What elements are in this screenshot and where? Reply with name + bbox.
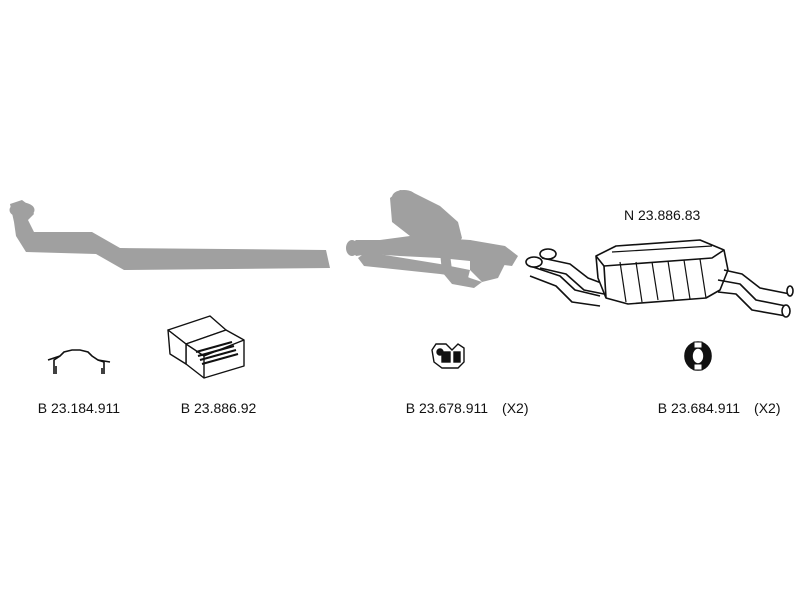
rear-silencer-icon xyxy=(525,239,794,318)
part-code: B 23.684.911 xyxy=(657,400,741,416)
fitting-kit-box-icon xyxy=(167,315,245,379)
part-code: B 23.184.911 xyxy=(37,400,121,416)
u-bolt-clamp-icon xyxy=(47,349,111,374)
part-code: B 23.886.92 xyxy=(180,400,257,416)
highlighted-part-code: N 23.886.83 xyxy=(624,207,701,223)
quantity: (X2) xyxy=(502,400,529,416)
catalytic-converter xyxy=(390,190,506,288)
quantity: (X2) xyxy=(754,400,781,416)
item-label: B 23.678.911 (X2) xyxy=(398,384,529,416)
item-label: B 23.886.92 xyxy=(173,384,257,416)
part-code: B 23.678.911 xyxy=(405,400,489,416)
rubber-ring-mount-icon xyxy=(684,341,712,371)
item-label: B 23.684.911 (X2) xyxy=(650,384,781,416)
front-pipe xyxy=(9,200,330,270)
rubber-hanger-icon xyxy=(431,343,465,369)
item-label: B 23.184.911 xyxy=(30,384,120,416)
